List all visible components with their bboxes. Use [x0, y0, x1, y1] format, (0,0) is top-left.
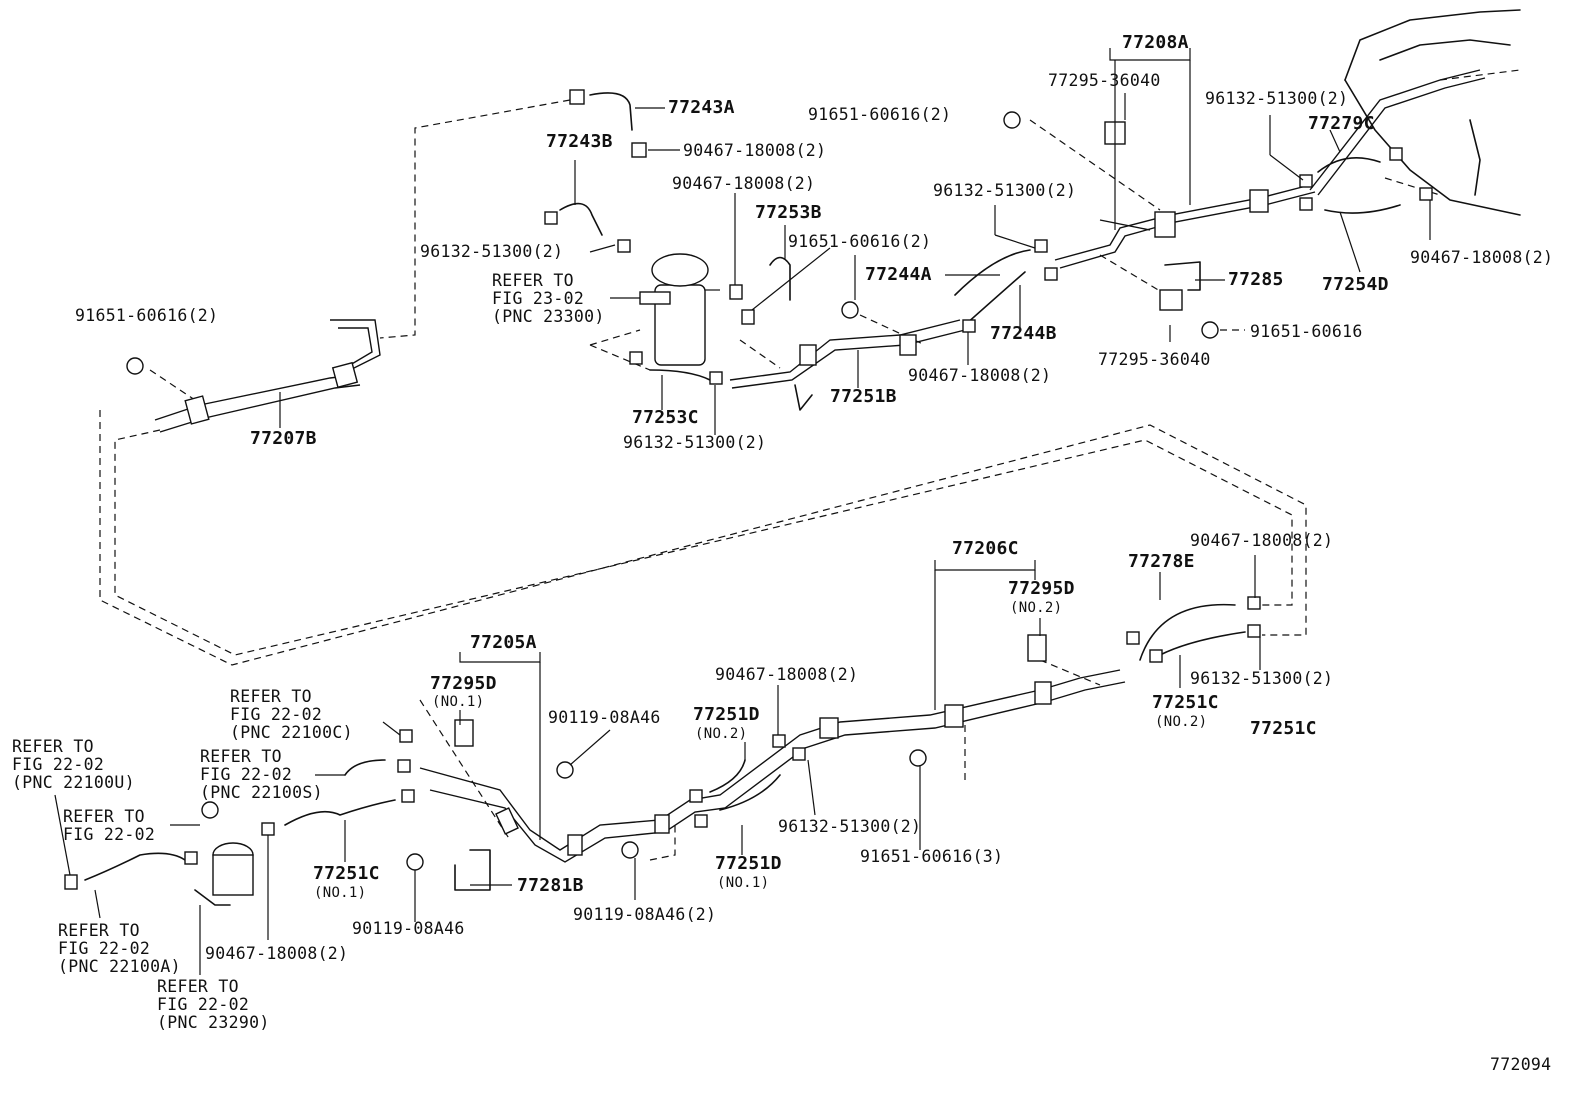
label-91651-60616-a: 91651-60616(2)	[788, 232, 932, 251]
label-96132-51300-right: 96132-51300(2)	[1205, 89, 1349, 108]
label-refer-fig-22-02: REFER TO FIG 22-02	[63, 807, 156, 845]
hose-77251C-no2	[1159, 631, 1246, 656]
label-77253C: 77253C	[632, 407, 699, 428]
label-refer-22100A: REFER TO FIG 22-02 (PNC 22100A)	[58, 921, 181, 977]
label-77244B: 77244B	[990, 323, 1057, 344]
clips-upper	[126, 89, 1433, 385]
pipe-77207B	[154, 319, 381, 433]
hose-77253C	[649, 369, 711, 381]
label-90467-18008-b: 90467-18008(2)	[672, 174, 816, 193]
label-96132-51300-lower-right: 96132-51300(2)	[1190, 669, 1334, 688]
label-77243B: 77243B	[546, 131, 613, 152]
hose-77254D	[1324, 204, 1401, 214]
label-no1-a: (NO.1)	[432, 694, 485, 710]
hose-77243A	[589, 92, 633, 131]
label-96132-51300-bottom: 96132-51300(2)	[623, 433, 767, 452]
hose-77279C	[1317, 156, 1381, 173]
hose-77244B	[964, 271, 1026, 326]
label-90119-08A46-c: 90119-08A46(2)	[573, 905, 717, 924]
label-77253B: 77253B	[755, 202, 822, 223]
dashed-guide-lower-left	[419, 699, 511, 841]
label-77295D-no1: 77295D	[430, 673, 497, 694]
dashed-guide-bolt-left	[149, 369, 196, 401]
label-90467-18008-c: 90467-18008(2)	[908, 366, 1052, 385]
label-90467-18008-bottom: 90467-18008(2)	[205, 944, 349, 963]
label-77208A: 77208A	[1122, 32, 1189, 53]
pipe-77205A-77206C	[419, 669, 1126, 863]
label-refer-22100C: REFER TO FIG 22-02 (PNC 22100C)	[230, 687, 353, 743]
label-77244A: 77244A	[865, 264, 932, 285]
hose-77243B	[559, 202, 603, 236]
label-90119-08A46-b: 90119-08A46	[352, 919, 465, 938]
hose-77251D-no1	[719, 774, 781, 811]
leader-lines	[54, 48, 1431, 975]
label-90119-08A46-a: 90119-08A46	[548, 708, 661, 727]
hose-77253B	[769, 256, 791, 301]
label-77251B: 77251B	[830, 386, 897, 407]
label-77207B: 77207B	[250, 428, 317, 449]
label-90467-18008-lower-right: 90467-18008(2)	[1190, 531, 1334, 550]
label-91651-60616-single: 91651-60616	[1250, 322, 1363, 341]
dashed-guide-main-loop	[99, 410, 1307, 666]
label-91651-60616-3: 91651-60616(3)	[860, 847, 1004, 866]
label-90467-18008-d: 90467-18008(2)	[715, 665, 859, 684]
fuel-filter	[639, 253, 720, 366]
label-77243A: 77243A	[668, 97, 735, 118]
dashed-guide-main-loop-inner	[114, 429, 1293, 656]
label-77279C: 77279C	[1308, 113, 1375, 134]
dashed-guide-90119	[649, 825, 676, 861]
label-77251D-no1: 77251D	[715, 853, 782, 874]
label-77251C-standalone: 77251C	[1250, 718, 1317, 739]
lower-canister	[194, 842, 254, 906]
label-no2-c: (NO.2)	[695, 726, 748, 742]
label-77278E: 77278E	[1128, 551, 1195, 572]
hose-77278E	[1139, 603, 1236, 661]
label-77295D-no2: 77295D	[1008, 578, 1075, 599]
dashed-guide-top-left	[379, 99, 571, 339]
label-91651-60616-top: 91651-60616(2)	[808, 105, 952, 124]
dashed-guide-77253	[739, 339, 781, 369]
dashed-guide-tank	[1384, 177, 1441, 196]
label-77285: 77285	[1228, 269, 1284, 290]
dashed-guide-filter	[589, 329, 641, 346]
label-96132-51300-left: 96132-51300(2)	[420, 242, 564, 261]
label-refer-22100U: REFER TO FIG 22-02 (PNC 22100U)	[12, 737, 135, 793]
dashed-guide-lower-clip	[1039, 659, 1101, 686]
label-96132-51300-mid: 96132-51300(2)	[778, 817, 922, 836]
label-91651-60616-left: 91651-60616(2)	[75, 306, 219, 325]
label-90467-18008-right: 90467-18008(2)	[1410, 248, 1554, 267]
figure-number: 772094	[1490, 1055, 1552, 1074]
label-77251C-no2: 77251C	[1152, 692, 1219, 713]
hose-77251C-no1	[284, 799, 396, 826]
dashed-guide-77208	[1029, 119, 1161, 211]
label-90467-18008-a: 90467-18008(2)	[683, 141, 827, 160]
hose-77251D-no2	[709, 759, 746, 793]
label-refer-22100S: REFER TO FIG 22-02 (PNC 22100S)	[200, 747, 323, 803]
clips-lower	[64, 596, 1261, 891]
fuel-tank-outline	[1344, 9, 1521, 216]
hose-22100A	[84, 852, 186, 881]
hose-22100S	[344, 759, 386, 776]
label-no2-b: (NO.2)	[1155, 714, 1208, 730]
label-77281B: 77281B	[517, 875, 584, 896]
label-77205A: 77205A	[470, 632, 537, 653]
dashed-guide-filter-2	[589, 344, 651, 371]
label-77295-36040-top: 77295-36040	[1048, 71, 1161, 90]
pipe-77251B	[729, 319, 966, 411]
label-no2-a: (NO.2)	[1010, 600, 1063, 616]
label-refer-fig-23-02: REFER TO FIG 23-02 (PNC 23300)	[492, 271, 605, 327]
label-refer-23290: REFER TO FIG 22-02 (PNC 23290)	[157, 977, 270, 1033]
label-77251D-no2: 77251D	[693, 704, 760, 725]
hose-77244A	[954, 249, 1031, 296]
label-no1-c: (NO.1)	[717, 875, 770, 891]
label-77295-36040-bottom: 77295-36040	[1098, 350, 1211, 369]
pipe-77208A	[1054, 69, 1486, 269]
label-77206C: 77206C	[952, 538, 1019, 559]
label-96132-51300-c: 96132-51300(2)	[933, 181, 1077, 200]
label-77251C-no1: 77251C	[313, 863, 380, 884]
label-77254D: 77254D	[1322, 274, 1389, 295]
label-no1-b: (NO.1)	[314, 885, 367, 901]
